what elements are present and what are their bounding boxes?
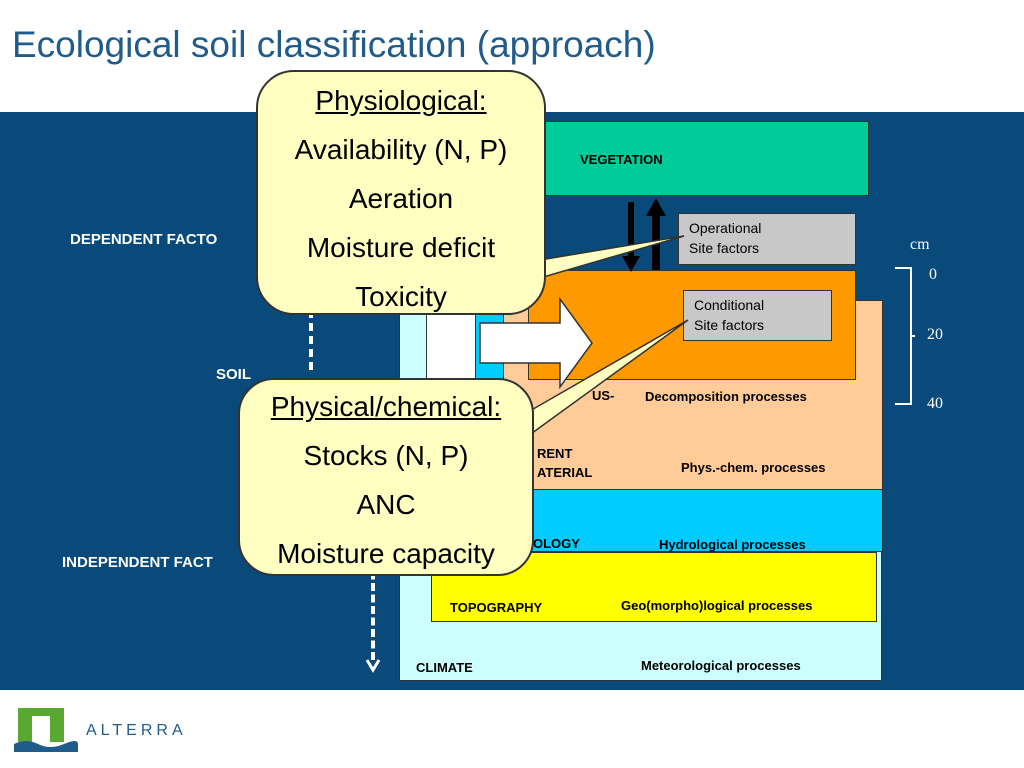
independent-factors-label: INDEPENDENT FACT (62, 554, 213, 571)
physiological-item: Moisture deficit (306, 232, 496, 263)
operational-site-factors-box: Operational Site factors (678, 213, 856, 265)
page-title: Ecological soil classification (approach… (12, 24, 656, 65)
physiological-item: Toxicity (355, 281, 447, 312)
dependent-factors-label: DEPENDENT FACTO (70, 231, 218, 248)
vegetation-label: VEGETATION (580, 152, 663, 167)
arrow-down-icon (365, 659, 381, 673)
physchem-processes-label: Phys.-chem. processes (681, 460, 826, 475)
scale-tick-40: 40 (927, 395, 943, 412)
alterra-logo-text: ALTERRA (86, 722, 187, 739)
scale-unit-label: cm (910, 236, 930, 253)
physchem-heading: Physical/chemical: (270, 391, 502, 422)
physchem-item: Stocks (N, P) (303, 440, 469, 471)
topography-label: TOPOGRAPHY (450, 600, 543, 615)
dashed-line-upper (309, 310, 313, 370)
geomorphological-processes-label: Geo(morpho)logical processes (621, 598, 813, 613)
parent-material-label: RENT ATERIAL (537, 446, 593, 480)
hydrology-layer (478, 488, 883, 552)
vegetation-layer (529, 121, 869, 196)
physchem-callout: Physical/chemical: Stocks (N, P) ANC Moi… (238, 378, 534, 576)
decomposition-processes-label: Decomposition processes (645, 389, 807, 404)
climate-label: CLIMATE (416, 660, 473, 675)
hydrology-label: OLOGY (533, 536, 580, 551)
alterra-logo-icon (14, 708, 78, 752)
meteorological-processes-label: Meteorological processes (641, 658, 801, 673)
scale-tick-0: 0 (929, 266, 937, 283)
physchem-item: Moisture capacity (277, 538, 495, 569)
physchem-item: ANC (356, 489, 416, 520)
topography-layer (431, 552, 877, 622)
physiological-heading: Physiological: (315, 85, 487, 116)
hydrological-processes-label: Hydrological processes (659, 537, 806, 552)
conditional-site-factors-box: Conditional Site factors (683, 290, 832, 341)
soil-label: SOIL (216, 366, 252, 383)
physiological-item: Aeration (348, 183, 454, 214)
scale-bracket (895, 267, 915, 405)
scale-tick-20: 20 (927, 326, 943, 343)
physiological-item: Availability (N, P) (294, 134, 508, 165)
physiological-callout: Physiological: Availability (N, P) Aerat… (256, 70, 546, 315)
dashed-arrow-line (371, 560, 375, 660)
up-down-arrows-icon (622, 198, 666, 272)
